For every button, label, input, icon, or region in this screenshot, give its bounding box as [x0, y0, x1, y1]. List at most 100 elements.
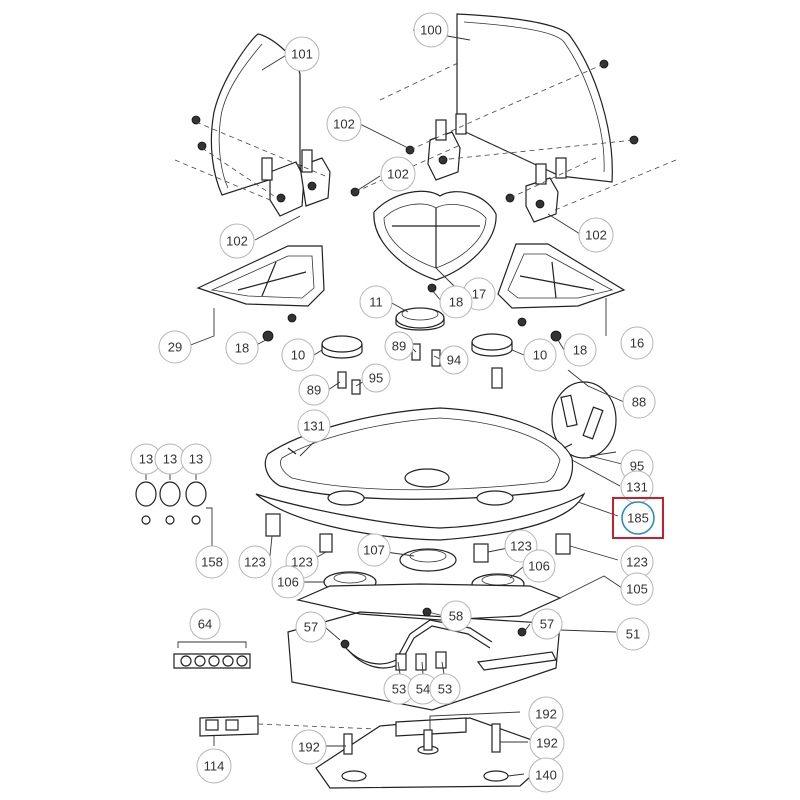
callout-label: 102: [333, 117, 355, 132]
callout-89[interactable]: 89: [298, 374, 330, 406]
hinge-right: [525, 157, 567, 223]
callout-label: 29: [168, 340, 182, 355]
callout-57[interactable]: 57: [531, 608, 563, 640]
callout-label: 158: [201, 555, 223, 570]
callout-label: 16: [630, 336, 644, 351]
callout-label: 101: [291, 47, 313, 62]
callout-53[interactable]: 53: [383, 673, 415, 705]
callout-102[interactable]: 102: [326, 106, 362, 142]
callout-18[interactable]: 18: [439, 285, 473, 319]
callout-114[interactable]: 114: [196, 748, 232, 784]
callout-102[interactable]: 102: [380, 156, 416, 192]
pan-support-center: [373, 190, 497, 293]
callout-123[interactable]: 123: [238, 545, 272, 579]
callout-16[interactable]: 16: [620, 326, 654, 360]
pan-support-left: [196, 245, 325, 323]
callout-label: 106: [277, 575, 299, 590]
callout-107[interactable]: 107: [357, 533, 391, 567]
control-rail: [173, 641, 251, 669]
callout-label: 100: [420, 23, 442, 38]
callout-label: 89: [307, 383, 321, 398]
callout-label: 131: [303, 419, 325, 434]
gas-manifold: [287, 607, 561, 711]
callout-10[interactable]: 10: [281, 338, 315, 372]
callout-label: 105: [626, 582, 648, 597]
callout-89[interactable]: 89: [384, 331, 414, 361]
callout-100[interactable]: 100: [413, 12, 449, 48]
callout-192[interactable]: 192: [529, 725, 565, 761]
callout-192[interactable]: 192: [291, 729, 327, 765]
callout-58[interactable]: 58: [440, 600, 472, 632]
burner-cap-right: [471, 333, 513, 357]
callout-label: 10: [291, 348, 305, 363]
callout-label: 192: [536, 736, 558, 751]
callout-94[interactable]: 94: [439, 345, 469, 375]
callout-label: 94: [447, 353, 461, 368]
callout-13[interactable]: 13: [130, 443, 162, 475]
callout-88[interactable]: 88: [622, 385, 656, 419]
callout-11[interactable]: 11: [359, 285, 393, 319]
callout-label: 185: [627, 511, 649, 526]
burner-cap-center: [395, 307, 445, 331]
callout-123[interactable]: 123: [620, 545, 654, 579]
callout-label: 123: [291, 555, 313, 570]
callout-192[interactable]: 192: [528, 696, 564, 732]
callout-label: 13: [189, 452, 203, 467]
callout-106[interactable]: 106: [522, 549, 556, 583]
callout-18[interactable]: 18: [563, 333, 597, 367]
callout-label: 102: [387, 167, 409, 182]
callout-131[interactable]: 131: [620, 470, 654, 504]
callout-label: 114: [204, 759, 225, 774]
callout-label: 131: [626, 480, 648, 495]
callout-102[interactable]: 102: [578, 217, 614, 253]
callout-158[interactable]: 158: [195, 545, 229, 579]
callout-101[interactable]: 101: [284, 36, 320, 72]
callout-label: 53: [438, 682, 452, 697]
callout-label: 13: [163, 452, 177, 467]
callout-label: 123: [626, 555, 648, 570]
callout-label: 18: [573, 343, 587, 358]
callout-label: 11: [369, 295, 383, 310]
callout-label: 192: [535, 707, 557, 722]
callout-label: 10: [533, 348, 547, 363]
lid-screws: [191, 59, 639, 203]
callout-label: 13: [139, 452, 153, 467]
callout-185[interactable]: 185: [621, 501, 655, 535]
callout-13[interactable]: 13: [154, 443, 186, 475]
callout-140[interactable]: 140: [528, 757, 564, 793]
callout-57[interactable]: 57: [295, 611, 327, 643]
callout-51[interactable]: 51: [616, 617, 650, 651]
callout-18[interactable]: 18: [225, 331, 259, 365]
callout-29[interactable]: 29: [158, 330, 192, 364]
callout-label: 57: [540, 617, 554, 632]
callout-label: 123: [510, 539, 532, 554]
callout-13[interactable]: 13: [180, 443, 212, 475]
callout-label: 95: [369, 371, 383, 386]
brackets: [265, 513, 571, 563]
callout-label: 107: [363, 543, 385, 558]
callout-64[interactable]: 64: [189, 608, 221, 640]
callout-10[interactable]: 10: [523, 338, 557, 372]
callout-53[interactable]: 53: [429, 673, 461, 705]
callout-label: 123: [244, 555, 266, 570]
callout-131[interactable]: 131: [297, 409, 331, 443]
callout-95[interactable]: 95: [361, 363, 391, 393]
callout-54[interactable]: 54: [407, 673, 439, 705]
callout-label: 192: [298, 740, 320, 755]
callout-label: 88: [632, 395, 646, 410]
callout-label: 102: [226, 234, 248, 249]
ignition-module: [199, 715, 401, 737]
callout-102[interactable]: 102: [219, 223, 255, 259]
hinge-left: [261, 149, 331, 217]
burner-base-center: [399, 548, 457, 572]
callout-label: 18: [449, 295, 463, 310]
seal-gasket: [255, 492, 586, 541]
callout-105[interactable]: 105: [620, 572, 654, 606]
assembly-lines: [174, 61, 677, 211]
callout-label: 140: [535, 768, 557, 783]
hinge-center: [427, 113, 467, 181]
callout-label: 64: [198, 617, 212, 632]
hob-top-frame: [264, 407, 574, 506]
callout-106[interactable]: 106: [271, 565, 305, 599]
